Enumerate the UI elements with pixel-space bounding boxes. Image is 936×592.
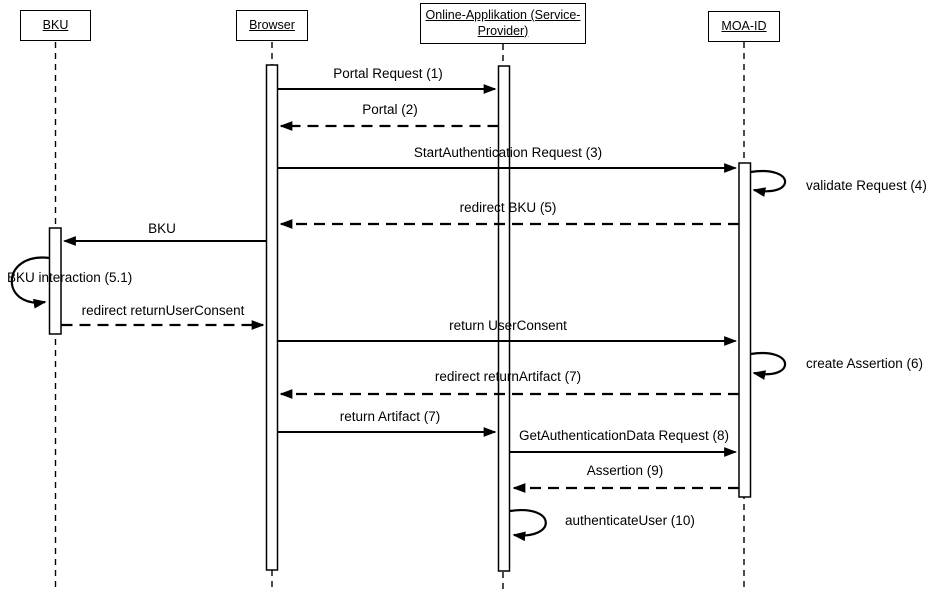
- activation-browser: [265, 64, 279, 571]
- message-label-authenticate-user: authenticateUser (10): [565, 513, 695, 528]
- message-label-bku-interaction: BKU interaction (5.1): [7, 270, 133, 285]
- dashed-arrows: [61, 121, 739, 493]
- solid-arrows: [62, 84, 738, 457]
- loop-create-assertion: [750, 351, 787, 380]
- message-label-return-userconsent: return UserConsent: [449, 318, 567, 333]
- activation-bku: [48, 227, 62, 335]
- message-label-start-authentication: StartAuthentication Request (3): [413, 145, 603, 160]
- message-label-assertion: Assertion (9): [586, 463, 664, 478]
- message-label-portal-request: Portal Request (1): [333, 66, 443, 81]
- loop-bku-interaction: [10, 256, 50, 309]
- actor-browser: Browser: [236, 10, 308, 41]
- actor-moa-id-label: MOA-ID: [721, 18, 767, 33]
- message-label-return-artifact: return Artifact (7): [339, 409, 441, 424]
- message-label-redirect-userconsent: redirect returnUserConsent: [81, 303, 245, 318]
- self-loops: [10, 169, 787, 542]
- actor-browser-label: Browser: [249, 17, 295, 32]
- activation-online-app: [497, 65, 511, 572]
- message-label-bku: BKU: [148, 221, 176, 236]
- activation-bars: [48, 64, 752, 572]
- message-label-portal: Portal (2): [362, 102, 418, 117]
- activation-moa-id: [738, 162, 752, 498]
- message-label-create-assertion: create Assertion (6): [806, 356, 924, 371]
- actor-moa-id: MOA-ID: [708, 11, 780, 42]
- loop-validate-request: [750, 169, 787, 197]
- message-label-validate-request: validate Request (4): [806, 178, 927, 193]
- message-label-getauthdata-request: GetAuthenticationData Request (8): [518, 428, 730, 443]
- actor-bku: BKU: [20, 10, 91, 41]
- actor-bku-label: BKU: [42, 17, 69, 32]
- message-label-redirect-bku: redirect BKU (5): [459, 200, 557, 215]
- actor-online-app-label: Online-Applikation (Service-Provider): [425, 7, 581, 38]
- loop-authenticate-user: [509, 508, 547, 542]
- actor-online-app: Online-Applikation (Service-Provider): [420, 3, 586, 44]
- message-label-redirect-artifact: redirect returnArtifact (7): [434, 369, 582, 384]
